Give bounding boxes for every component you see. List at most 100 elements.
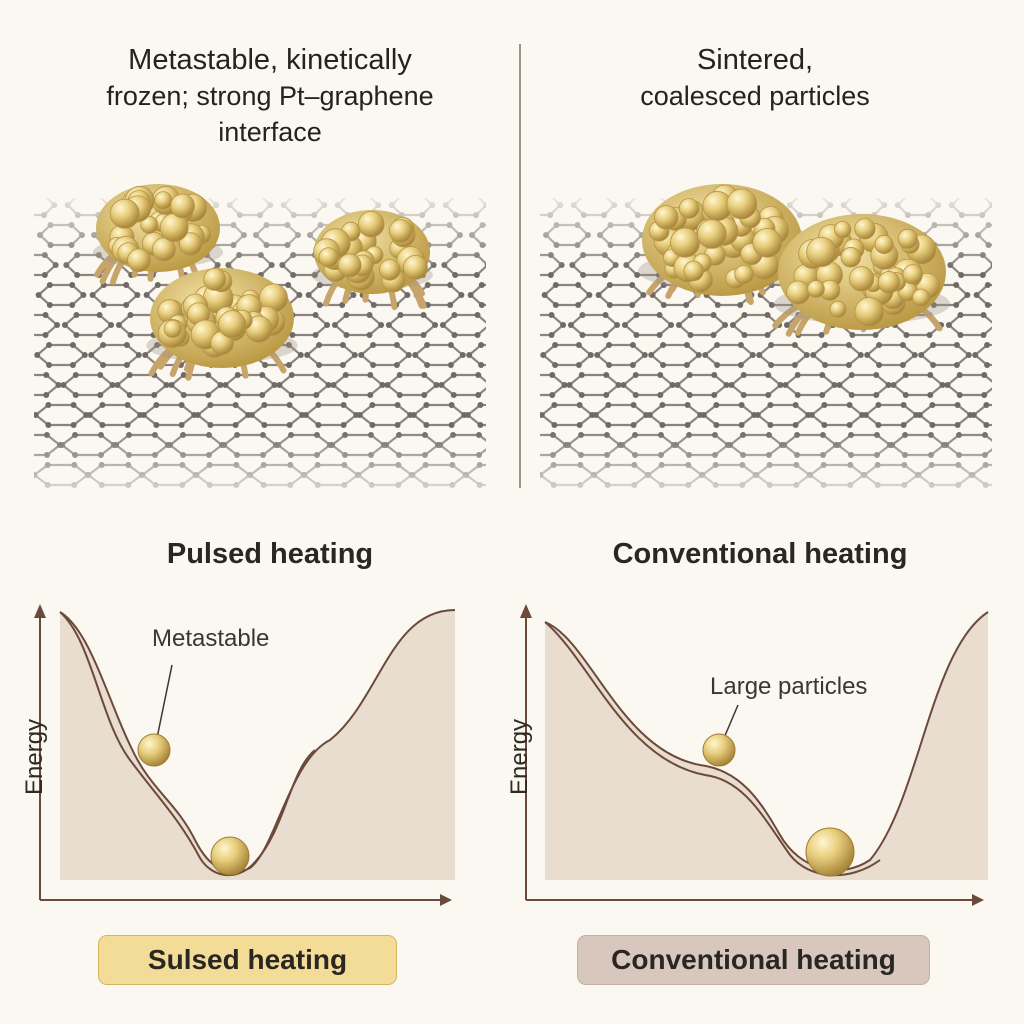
lattice-atom: [486, 322, 492, 328]
lattice-atom: [328, 502, 334, 508]
cluster-atom: [734, 264, 754, 285]
lattice-hexagon: [1006, 195, 1024, 215]
caption-pulsed-line-1: Metastable, kinetically: [128, 44, 412, 76]
lattice-atom: [528, 272, 534, 278]
cluster-atom: [807, 280, 825, 298]
energy-curve-conventional-back: [544, 611, 989, 872]
lattice-atom: [1003, 202, 1009, 208]
lattice-hexagon: [0, 435, 6, 455]
lattice-hexagon: [567, 495, 622, 515]
lattice-atom: [166, 502, 172, 508]
cluster-atom: [683, 260, 704, 282]
lattice-atom: [959, 192, 965, 198]
lattice-atom: [456, 502, 462, 508]
lattice-atom: [28, 352, 34, 358]
lattice-atom: [942, 502, 948, 508]
lattice-hexagon: [223, 495, 278, 515]
lattice-atom: [529, 392, 535, 398]
x-axis-arrow-conventional: [972, 894, 984, 906]
lattice-atom: [507, 212, 513, 218]
cluster-atom: [337, 253, 362, 278]
lattice-atom: [901, 512, 907, 518]
lattice-atom: [888, 502, 894, 508]
lattice-atom: [551, 512, 557, 518]
lattice-atom: [4, 502, 10, 508]
lattice-atom: [488, 382, 494, 388]
lattice-atom: [713, 512, 719, 518]
y-axis-arrow-conventional: [520, 604, 532, 618]
lattice-atom: [9, 262, 15, 268]
lattice-atom: [1010, 452, 1016, 458]
lattice-atom: [1011, 332, 1017, 338]
lattice-atom: [685, 492, 691, 498]
lattice-atom: [489, 232, 495, 238]
lattice-atom: [423, 492, 429, 498]
lattice-atom: [1010, 432, 1016, 438]
cluster-atom: [912, 288, 930, 307]
lattice-atom: [523, 232, 529, 238]
lattice-atom: [780, 502, 786, 508]
lattice-hexagon: [0, 345, 31, 365]
lattice-atom: [659, 512, 665, 518]
lattice-atom: [520, 222, 526, 228]
lattice-atom: [522, 292, 528, 298]
lattice-atom: [531, 402, 537, 408]
lattice-atom: [998, 382, 1004, 388]
lattice-atom: [486, 352, 492, 358]
lattice-hexagon: [0, 405, 32, 425]
lattice-atom: [497, 492, 503, 498]
cluster-atom: [151, 237, 176, 262]
lattice-atom: [1008, 362, 1014, 368]
lattice-atom: [1009, 402, 1015, 408]
lattice-atom: [220, 502, 226, 508]
lattice-atom: [672, 502, 678, 508]
lattice-atom: [14, 222, 20, 228]
lattice-atom: [505, 312, 511, 318]
lattice-atom: [500, 242, 506, 248]
lattice-atom: [11, 202, 17, 208]
lattice-atom: [534, 222, 540, 228]
lattice-atom: [16, 362, 22, 368]
lattice-hexagon: [0, 285, 29, 305]
lattice-atom: [26, 292, 32, 298]
cluster-atom: [109, 198, 140, 229]
pt-clusters: [92, 184, 951, 381]
lattice-atom: [581, 192, 587, 198]
lattice-atom: [847, 512, 853, 518]
lattice-atom: [1011, 372, 1017, 378]
lattice-atom: [6, 382, 12, 388]
lattice-atom: [655, 192, 661, 198]
lattice-atom: [821, 512, 827, 518]
lattice-atom: [493, 192, 499, 198]
caption-pulsed-line-2: frozen; strong Pt–graphene: [106, 81, 434, 111]
lattice-atom: [493, 212, 499, 218]
energy-plot-conventional: Energy Large particles: [506, 604, 989, 906]
lattice-atom: [532, 292, 538, 298]
cluster-atom: [654, 205, 679, 230]
cluster-atom: [874, 234, 894, 255]
lattice-atom: [955, 512, 961, 518]
lattice-atom: [525, 312, 531, 318]
lattice-hexagon: [492, 225, 534, 245]
lattice-atom: [739, 492, 745, 498]
lattice-atom: [531, 512, 537, 518]
lattice-atom: [524, 452, 530, 458]
lattice-hexagon: [837, 495, 892, 515]
lattice-atom: [527, 212, 533, 218]
particle-large-ground-state: [805, 827, 855, 877]
lattice-atom: [395, 492, 401, 498]
lattice-atom: [514, 322, 520, 328]
lattice-atom: [875, 512, 881, 518]
panel-title-conventional: Conventional heating: [612, 538, 908, 570]
lattice-atom: [1009, 462, 1015, 468]
lattice-atom: [497, 482, 503, 488]
lattice-atom: [16, 342, 22, 348]
lattice-atom: [996, 502, 1002, 508]
lattice-hexagon: [494, 435, 546, 455]
energy-well-conventional: [545, 612, 988, 880]
lattice-atom: [20, 252, 26, 258]
lattice-atom: [515, 412, 521, 418]
lattice-atom: [497, 422, 503, 428]
cluster-atom: [379, 259, 401, 281]
lattice-atom: [179, 512, 185, 518]
